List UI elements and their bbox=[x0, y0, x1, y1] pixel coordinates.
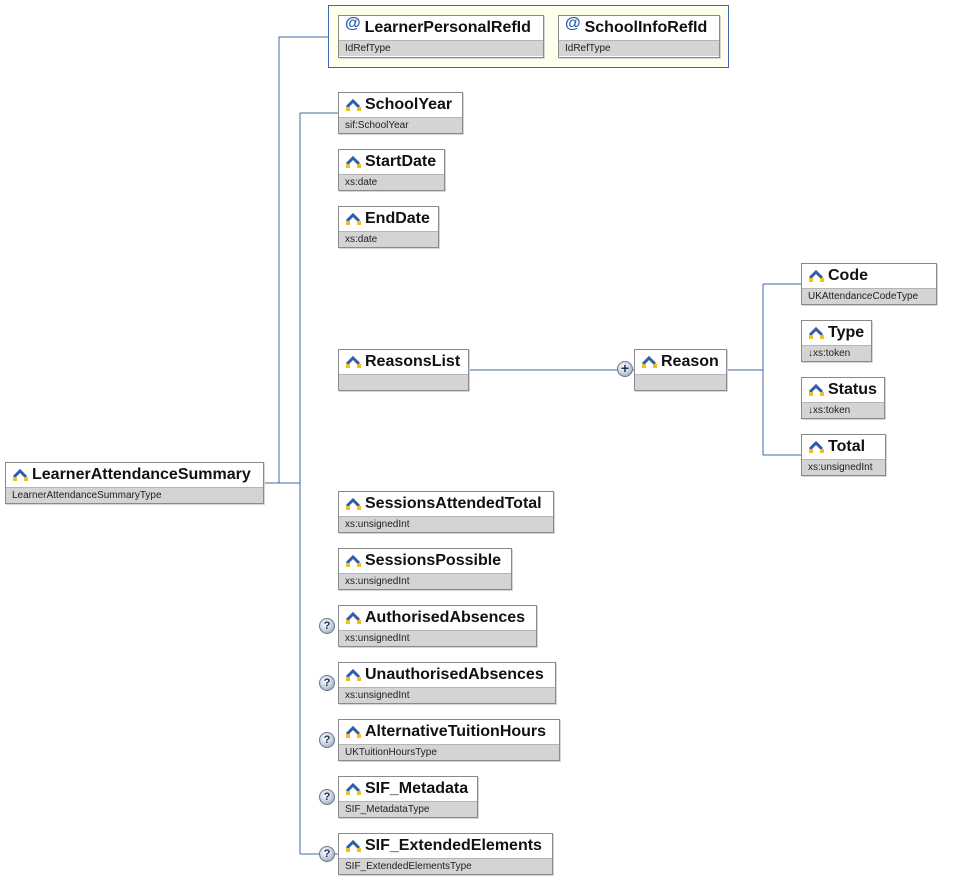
element-name: SessionsAttendedTotal bbox=[365, 495, 542, 512]
element-type: UKTuitionHoursType bbox=[339, 744, 559, 760]
element-icon bbox=[345, 212, 361, 225]
element-name: ReasonsList bbox=[365, 353, 461, 370]
element-icon bbox=[345, 355, 361, 368]
attribute-group: @LearnerPersonalRefId IdRefType @SchoolI… bbox=[328, 5, 729, 68]
element-name: AlternativeTuitionHours bbox=[365, 723, 547, 740]
element-sessions-attended-total[interactable]: SessionsAttendedTotal xs:unsignedInt bbox=[338, 491, 554, 533]
element-type: xs:date bbox=[339, 231, 438, 247]
at-sign-icon: @ bbox=[565, 15, 581, 32]
element-total[interactable]: Total xs:unsignedInt bbox=[801, 434, 886, 476]
element-type: xs:unsignedInt bbox=[339, 516, 553, 532]
element-end-date[interactable]: EndDate xs:date bbox=[338, 206, 439, 248]
attribute-type: IdRefType bbox=[559, 40, 719, 56]
optional-question-icon[interactable]: ? bbox=[319, 675, 335, 691]
element-type: xs:unsignedInt bbox=[339, 630, 536, 646]
optional-question-icon[interactable]: ? bbox=[319, 789, 335, 805]
element-icon bbox=[345, 497, 361, 510]
element-name: SIF_ExtendedElements bbox=[365, 837, 542, 854]
element-name: EndDate bbox=[365, 210, 430, 227]
optional-question-icon[interactable]: ? bbox=[319, 846, 335, 862]
element-icon bbox=[345, 725, 361, 738]
element-code[interactable]: Code UKAttendanceCodeType bbox=[801, 263, 937, 305]
element-authorised-absences[interactable]: AuthorisedAbsences xs:unsignedInt bbox=[338, 605, 537, 647]
element-sessions-possible[interactable]: SessionsPossible xs:unsignedInt bbox=[338, 548, 512, 590]
element-unauthorised-absences[interactable]: UnauthorisedAbsences xs:unsignedInt bbox=[338, 662, 556, 704]
element-icon bbox=[808, 326, 824, 339]
element-type bbox=[635, 374, 726, 390]
element-icon bbox=[641, 355, 657, 368]
attribute-name: SchoolInfoRefId bbox=[584, 19, 708, 36]
element-type[interactable]: Type ↓xs:token bbox=[801, 320, 872, 362]
element-name: SchoolYear bbox=[365, 96, 453, 113]
element-type-label: ↓xs:token bbox=[802, 345, 871, 361]
element-type: xs:unsignedInt bbox=[339, 687, 555, 703]
element-sif-extended-elements[interactable]: SIF_ExtendedElements SIF_ExtendedElement… bbox=[338, 833, 553, 875]
attribute-type: IdRefType bbox=[339, 40, 543, 56]
optional-question-icon[interactable]: ? bbox=[319, 732, 335, 748]
element-icon bbox=[345, 155, 361, 168]
element-name: Code bbox=[828, 267, 868, 284]
element-icon bbox=[345, 98, 361, 111]
at-sign-icon: @ bbox=[345, 15, 361, 32]
element-name: UnauthorisedAbsences bbox=[365, 666, 544, 683]
element-type: SIF_MetadataType bbox=[339, 801, 477, 817]
element-icon bbox=[345, 554, 361, 567]
element-icon bbox=[345, 782, 361, 795]
element-name: LearnerAttendanceSummary bbox=[32, 466, 251, 483]
element-icon bbox=[808, 383, 824, 396]
element-type: UKAttendanceCodeType bbox=[802, 288, 936, 304]
element-name: StartDate bbox=[365, 153, 437, 170]
element-start-date[interactable]: StartDate xs:date bbox=[338, 149, 445, 191]
element-icon bbox=[345, 668, 361, 681]
element-status[interactable]: Status ↓xs:token bbox=[801, 377, 885, 419]
element-name: SIF_Metadata bbox=[365, 780, 469, 797]
expand-plus-icon[interactable]: + bbox=[617, 361, 633, 377]
element-name: Type bbox=[828, 324, 865, 341]
element-type: LearnerAttendanceSummaryType bbox=[6, 487, 263, 503]
root-element[interactable]: LearnerAttendanceSummary LearnerAttendan… bbox=[5, 462, 264, 504]
element-type: xs:unsignedInt bbox=[339, 573, 511, 589]
attribute-name: LearnerPersonalRefId bbox=[364, 19, 531, 36]
attribute-learner-personal-ref-id[interactable]: @LearnerPersonalRefId IdRefType bbox=[338, 15, 544, 58]
element-icon bbox=[345, 839, 361, 852]
element-icon bbox=[808, 269, 824, 282]
element-icon bbox=[12, 468, 28, 481]
element-reasons-list[interactable]: ReasonsList bbox=[338, 349, 469, 391]
element-type bbox=[339, 374, 468, 390]
element-icon bbox=[345, 611, 361, 624]
element-type: sif:SchoolYear bbox=[339, 117, 462, 133]
element-name: SessionsPossible bbox=[365, 552, 502, 569]
element-name: Total bbox=[828, 438, 866, 455]
element-type: xs:date bbox=[339, 174, 444, 190]
element-name: Reason bbox=[661, 353, 719, 370]
optional-question-icon[interactable]: ? bbox=[319, 618, 335, 634]
element-icon bbox=[808, 440, 824, 453]
element-alternative-tuition-hours[interactable]: AlternativeTuitionHours UKTuitionHoursTy… bbox=[338, 719, 560, 761]
element-sif-metadata[interactable]: SIF_Metadata SIF_MetadataType bbox=[338, 776, 478, 818]
attribute-school-info-ref-id[interactable]: @SchoolInfoRefId IdRefType bbox=[558, 15, 720, 58]
element-type-label: ↓xs:token bbox=[802, 402, 884, 418]
element-name: AuthorisedAbsences bbox=[365, 609, 526, 626]
element-type: SIF_ExtendedElementsType bbox=[339, 858, 552, 874]
element-name: Status bbox=[828, 381, 877, 398]
element-reason[interactable]: Reason bbox=[634, 349, 727, 391]
element-school-year[interactable]: SchoolYear sif:SchoolYear bbox=[338, 92, 463, 134]
element-type-label: xs:unsignedInt bbox=[802, 459, 885, 475]
